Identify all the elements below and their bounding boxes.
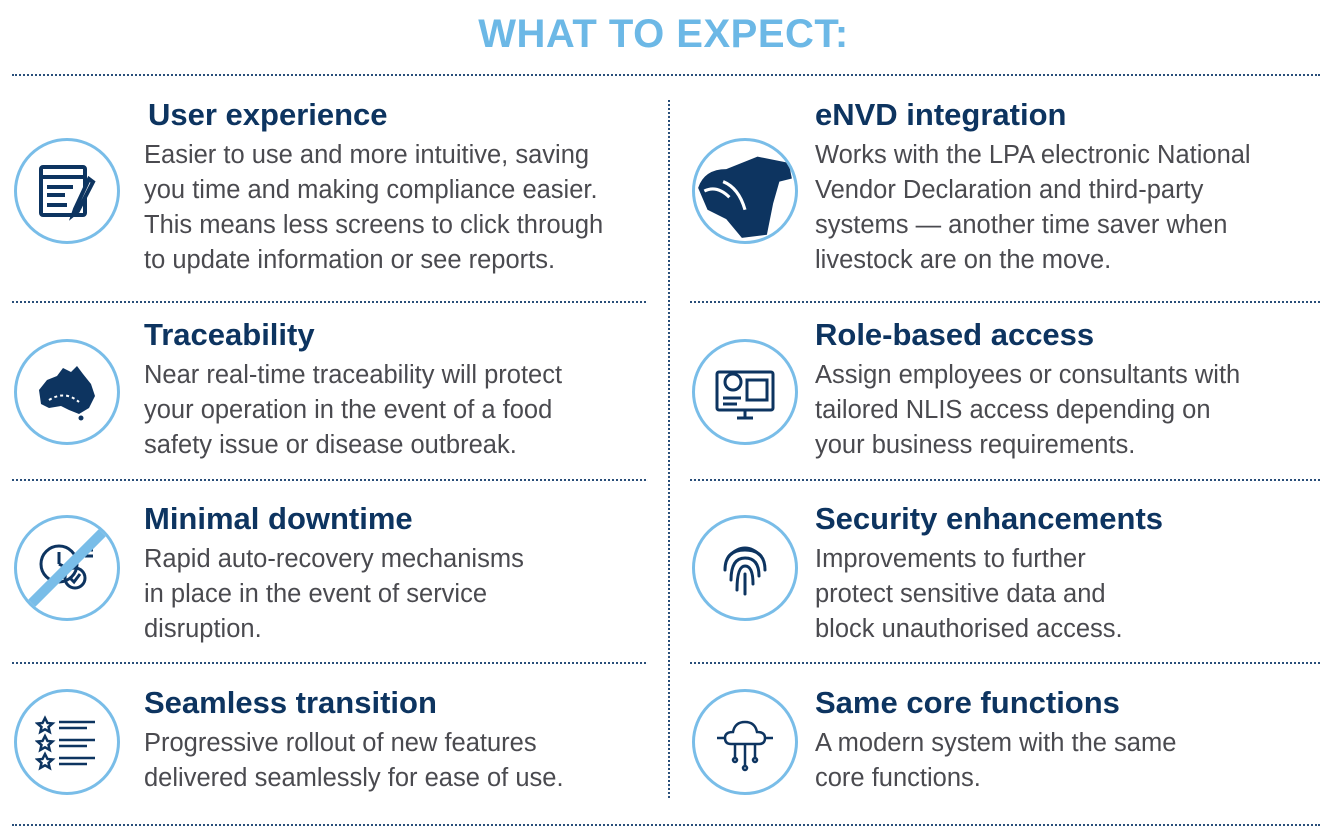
feature-heading: User experience <box>148 97 388 132</box>
feature-body: Improvements to further protect sensitiv… <box>815 545 1123 643</box>
feature-envd-integration: eNVD integration Works with the LPA elec… <box>815 96 1251 278</box>
divider <box>690 301 1320 303</box>
fingerprint-icon <box>692 515 798 621</box>
feature-heading: Same core functions <box>815 685 1120 720</box>
feature-body: A modern system with the same core funct… <box>815 729 1177 792</box>
feature-minimal-downtime: Minimal downtime Rapid auto-recovery mec… <box>144 500 524 647</box>
feature-heading: eNVD integration <box>815 97 1067 132</box>
feature-body: Rapid auto-recovery mechanisms in place … <box>144 545 524 643</box>
no-downtime-clock-icon <box>14 515 120 621</box>
strike-line <box>17 518 117 618</box>
feature-body: Works with the LPA electronic National V… <box>815 141 1251 274</box>
feature-role-based-access: Role-based access Assign employees or co… <box>815 316 1240 463</box>
feature-body: Near real-time traceability will protect… <box>144 361 563 459</box>
divider <box>12 301 646 303</box>
feature-body: Easier to use and more intuitive, saving… <box>144 141 604 274</box>
feature-same-core-functions: Same core functions A modern system with… <box>815 684 1176 796</box>
divider <box>690 479 1320 481</box>
column-divider <box>668 100 670 798</box>
divider <box>12 479 646 481</box>
feature-security-enhancements: Security enhancements Improvements to fu… <box>815 500 1163 647</box>
feature-heading: Minimal downtime <box>144 501 413 536</box>
feature-body: Progressive rollout of new features deli… <box>144 729 564 792</box>
feature-user-experience: User experience Easier to use and more i… <box>144 96 603 278</box>
form-edit-icon <box>14 138 120 244</box>
divider <box>690 662 1320 664</box>
feature-heading: Seamless transition <box>144 685 437 720</box>
divider <box>12 74 1320 76</box>
feature-heading: Traceability <box>144 317 315 352</box>
cloud-network-icon <box>692 689 798 795</box>
feature-body: Assign employees or consultants with tai… <box>815 361 1241 459</box>
divider <box>12 824 1320 826</box>
feature-heading: Security enhancements <box>815 501 1164 536</box>
australia-map-icon <box>14 339 120 445</box>
divider <box>12 662 646 664</box>
feature-seamless-transition: Seamless transition Progressive rollout … <box>144 684 564 796</box>
livestock-icon <box>692 138 798 244</box>
star-list-icon <box>14 689 120 795</box>
user-dashboard-icon <box>692 339 798 445</box>
feature-heading: Role-based access <box>815 317 1095 352</box>
page-title: WHAT TO EXPECT: <box>478 12 849 56</box>
feature-traceability: Traceability Near real-time traceability… <box>144 316 562 463</box>
